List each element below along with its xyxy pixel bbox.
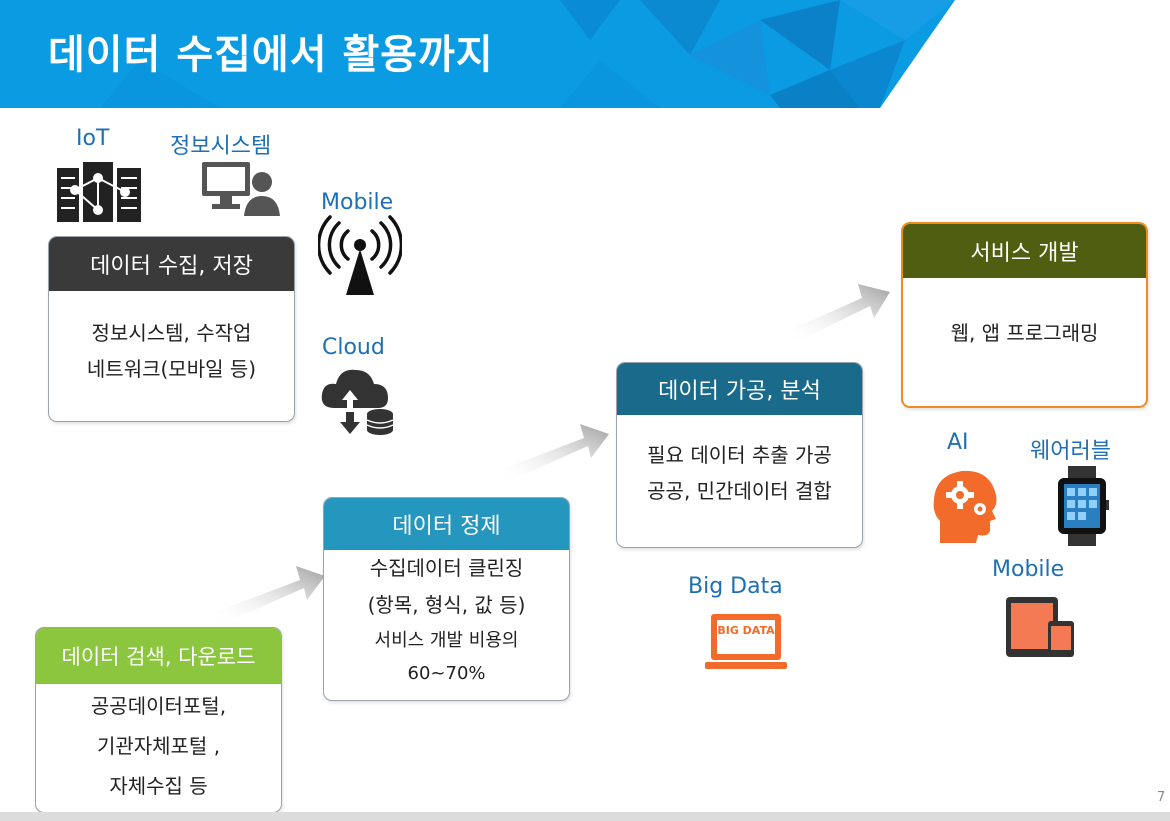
box-search-line-3: 자체수집 등 xyxy=(109,774,208,798)
box-collect-line-2: 네트워크(모바일 등) xyxy=(86,357,257,381)
computer-user-icon xyxy=(202,162,280,216)
label-big-data: Big Data xyxy=(688,574,783,599)
box-process-line-2: 공공, 민간데이터 결합 xyxy=(647,479,832,503)
box-process-analyze: 데이터 가공, 분석 필요 데이터 추출 가공 공공, 민간데이터 결합 xyxy=(616,362,863,548)
big-data-laptop-icon: BIG DATA xyxy=(705,614,787,669)
box-search-line-2: 기관자체포털 , xyxy=(96,734,221,758)
arrow-refine-to-process xyxy=(500,424,609,482)
box-refine: 데이터 정제 수집데이터 클린징 (항목, 형식, 값 등) 서비스 개발 비용… xyxy=(323,497,570,701)
label-ai: AI xyxy=(947,430,969,455)
box-process-head: 데이터 가공, 분석 xyxy=(617,363,862,415)
smartwatch-icon xyxy=(1058,466,1109,546)
box-refine-head: 데이터 정제 xyxy=(324,498,569,550)
label-iot: IoT xyxy=(76,126,110,151)
box-refine-line-1: 수집데이터 클린징 xyxy=(369,556,524,580)
box-refine-line-2: (항목, 형식, 값 등) xyxy=(367,593,526,617)
page-title: 데이터 수집에서 활용까지 xyxy=(48,32,494,78)
box-refine-line-4: 60~70% xyxy=(407,663,486,684)
tablet-phone-icon xyxy=(1006,597,1074,657)
bottom-bar xyxy=(0,812,1170,821)
label-cloud: Cloud xyxy=(322,335,385,360)
box-search-download: 데이터 검색, 다운로드 공공데이터포털, 기관자체포털 , 자체수집 등 xyxy=(35,627,282,813)
big-data-icon-text: BIG DATA xyxy=(717,624,775,637)
box-service-line-1: 웹, 앱 프로그래밍 xyxy=(950,321,1099,345)
page-number: 7 xyxy=(1157,790,1166,805)
label-mobile-target: Mobile xyxy=(992,557,1065,582)
header-background xyxy=(0,0,955,108)
box-search-head: 데이터 검색, 다운로드 xyxy=(36,628,281,684)
box-collect-head: 데이터 수집, 저장 xyxy=(49,237,294,291)
arrow-process-to-service xyxy=(790,284,890,342)
label-info-system: 정보시스템 xyxy=(170,134,272,159)
box-refine-line-3: 서비스 개발 비용의 xyxy=(374,630,519,651)
brain-gear-icon xyxy=(933,470,997,543)
box-process-line-1: 필요 데이터 추출 가공 xyxy=(647,443,832,467)
header-banner: 데이터 수집에서 활용까지 xyxy=(0,0,1170,108)
box-service-head: 서비스 개발 xyxy=(903,224,1146,278)
box-collect-line-1: 정보시스템, 수작업 xyxy=(91,321,252,345)
box-search-line-1: 공공데이터포털, xyxy=(90,694,227,718)
cloud-database-icon xyxy=(321,369,394,435)
label-mobile-source: Mobile xyxy=(321,190,394,215)
server-rack-icon xyxy=(57,162,141,222)
arrow-search-to-refine xyxy=(215,566,325,624)
box-service-dev: 서비스 개발 웹, 앱 프로그래밍 xyxy=(901,222,1148,408)
box-collect-store: 데이터 수집, 저장 정보시스템, 수작업 네트워크(모바일 등) xyxy=(48,236,295,422)
wireless-antenna-icon xyxy=(318,215,402,295)
label-wearable: 웨어러블 xyxy=(1030,439,1111,464)
